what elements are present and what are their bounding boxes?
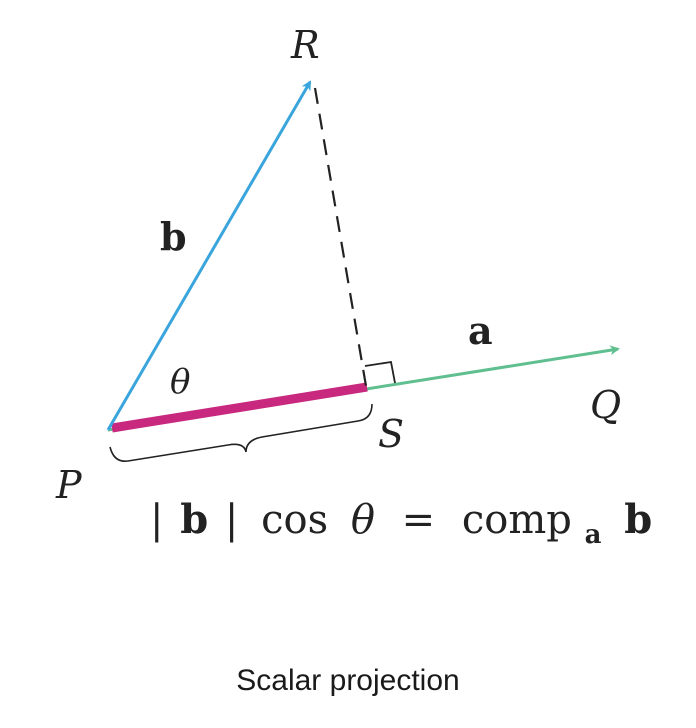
projection-segment [111, 382, 368, 433]
abs-bar-open: | [150, 497, 163, 543]
projection-formula: | b | cos θ = comp a b [150, 496, 652, 553]
formula-comp: comp [462, 497, 572, 543]
formula-b2: b [624, 496, 652, 543]
vector-label-a: a [468, 308, 493, 353]
vector-label-b: b [160, 214, 187, 259]
point-label-q: Q [590, 383, 621, 427]
formula-b: b [180, 496, 208, 543]
abs-bar-close: | [225, 497, 238, 543]
projection-brace [109, 403, 373, 463]
right-angle-marker [364, 360, 396, 384]
formula-theta: θ [351, 497, 375, 543]
angle-label-theta: θ [170, 362, 190, 402]
perpendicular-dashed-line [313, 87, 368, 387]
figure-caption: Scalar projection [236, 664, 460, 697]
point-label-r: R [290, 23, 320, 67]
formula-cos: cos [261, 497, 328, 543]
point-label-s: S [378, 412, 404, 456]
formula-equals: = [402, 497, 436, 543]
formula-sub-a: a [585, 520, 602, 550]
point-label-p: P [55, 463, 83, 507]
vector-b-line [106, 80, 312, 431]
